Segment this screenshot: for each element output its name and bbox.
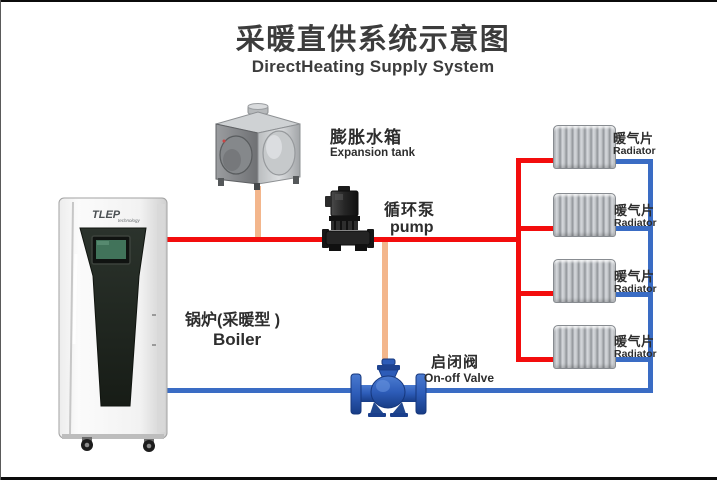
pipe-return-branch-4 [612, 357, 653, 362]
valve-label-en: On-off Valve [424, 371, 495, 385]
pump-label: 循环泵 pump [384, 202, 435, 236]
pipe-supply-branch-1 [516, 158, 556, 163]
pump-image [322, 186, 374, 251]
pump-label-en: pump [390, 219, 434, 236]
pipe-return-branch-2 [612, 226, 653, 231]
radiator-1-label-cn: 暖气片 [613, 131, 654, 146]
expansion-tank-label: 膨胀水箱 Expansion tank [330, 129, 415, 160]
radiator-1-label-en: Radiator [613, 145, 656, 157]
radiator-3-label-cn: 暖气片 [614, 269, 655, 284]
boiler-label: 锅炉(采暖型 ) Boiler [185, 312, 280, 349]
boiler-label-cn: 锅炉(采暖型 ) [185, 312, 281, 329]
diagram-title: 采暖直供系统示意图 [235, 24, 511, 56]
diagram-title-block: 采暖直供系统示意图 DirectHeating Supply System [30, 24, 716, 76]
pipe-expansion-drop [255, 186, 261, 240]
radiator-4-label-en: Radiator [614, 348, 657, 360]
radiator-3-label: 暖气片 Radiator [614, 270, 657, 295]
valve-label-cn: 启闭阀 [431, 354, 480, 371]
radiator-1 [553, 125, 616, 169]
boiler-front-panel [79, 227, 147, 407]
radiator-4-label-cn: 暖气片 [614, 334, 655, 349]
radiator-2-label-en: Radiator [614, 217, 657, 229]
pipe-return-riser [648, 159, 653, 393]
boiler-label-en: Boiler [213, 330, 262, 349]
pipe-supply-branch-2 [516, 226, 556, 231]
expansion-tank-label-cn: 膨胀水箱 [330, 128, 402, 147]
radiator-2-label: 暖气片 Radiator [614, 204, 657, 229]
radiator-4 [553, 325, 616, 369]
boiler-image: TLEP technology [58, 197, 168, 452]
pump-label-cn: 循环泵 [384, 202, 436, 219]
boiler-logo-text: TLEP [92, 209, 121, 221]
pipe-return-branch-1 [612, 159, 653, 164]
expansion-tank-label-en: Expansion tank [330, 147, 415, 159]
radiator-2 [553, 193, 616, 237]
radiator-1-label: 暖气片 Radiator [613, 132, 656, 157]
pipe-supply-branch-4 [516, 357, 556, 362]
radiator-2-label-cn: 暖气片 [614, 203, 655, 218]
expansion-tank-image [215, 103, 301, 190]
frame-border-top [0, 0, 717, 2]
radiator-3-label-en: Radiator [614, 283, 657, 295]
pipe-supply-riser [516, 158, 521, 362]
diagram-subtitle: DirectHeating Supply System [251, 57, 495, 76]
radiator-3 [553, 259, 616, 303]
valve-label: 启闭阀 On-off Valve [424, 354, 495, 386]
pipe-supply-branch-3 [516, 291, 556, 296]
boiler-logo-subtext: technology [118, 218, 141, 223]
frame-border-left [0, 0, 1, 480]
pipe-valve-feed [382, 240, 388, 367]
pipe-return-branch-3 [612, 292, 653, 297]
frame-border-bottom [0, 477, 717, 480]
radiator-4-label: 暖气片 Radiator [614, 335, 657, 360]
valve-image [350, 358, 427, 417]
